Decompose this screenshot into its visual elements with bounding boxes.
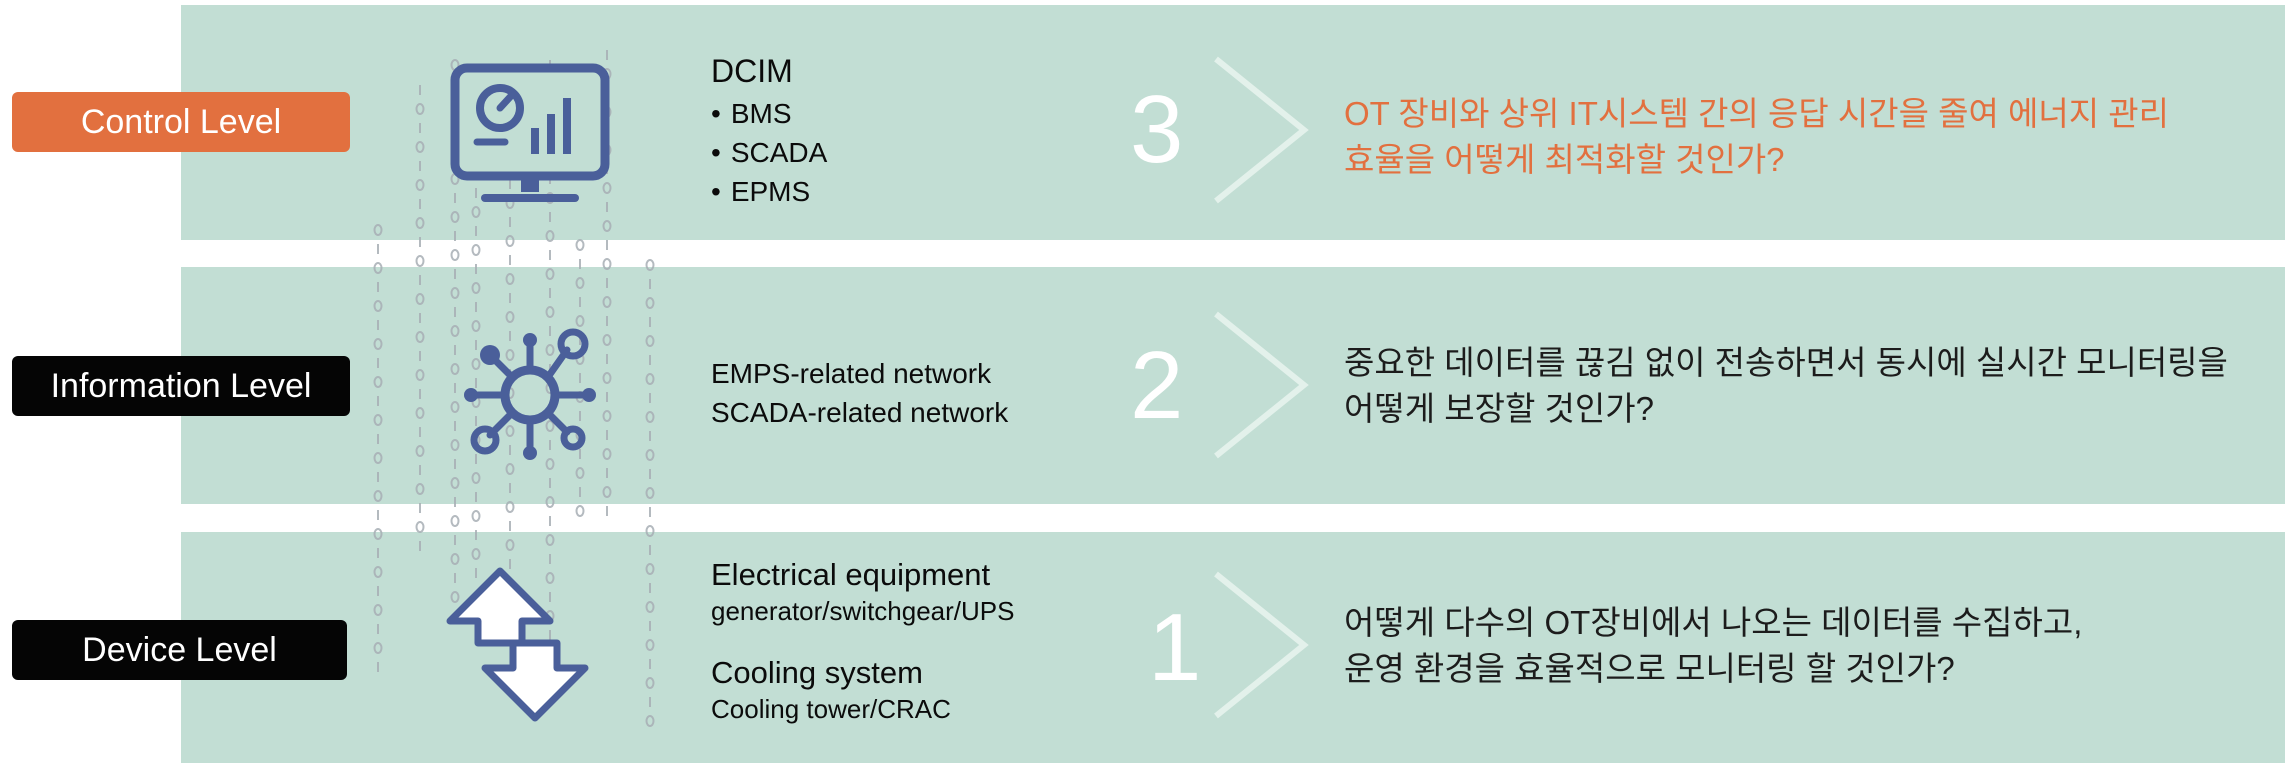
- device-level-description: Electrical equipment generator/switchgea…: [711, 556, 1014, 726]
- control-level-label: Control Level: [12, 92, 350, 152]
- step-number-2: 2: [1130, 332, 1184, 439]
- device-level-label: Device Level: [12, 620, 347, 680]
- network-line: SCADA-related network: [711, 397, 1009, 428]
- control-level-question: OT 장비와 상위 IT시스템 간의 응답 시간을 줄여 에너지 관리 효율을 …: [1344, 91, 2169, 183]
- chevron-right-icon: [1214, 56, 1309, 204]
- cooling-system-subtitle: Cooling tower/CRAC: [711, 694, 951, 724]
- question-line: 운영 환경을 효율적으로 모니터링 할 것인가?: [1344, 650, 1955, 687]
- list-item: EPMS: [711, 172, 827, 211]
- information-level-description: EMPS-related network SCADA-related netwo…: [711, 354, 1008, 432]
- information-level-label: Information Level: [12, 356, 350, 416]
- question-line: 효율을 어떻게 최적화할 것인가?: [1344, 141, 1785, 178]
- network-line: EMPS-related network: [711, 358, 992, 389]
- step-number-3: 3: [1130, 76, 1184, 183]
- information-level-band: [181, 267, 2285, 504]
- chevron-right-icon: [1214, 571, 1309, 719]
- network-hub-icon: [464, 328, 596, 460]
- cooling-system-title: Cooling system: [711, 655, 923, 690]
- information-level-question: 중요한 데이터를 끊김 없이 전송하면서 동시에 실시간 모니터링을 어떻게 보…: [1344, 340, 2228, 432]
- question-line: OT 장비와 상위 IT시스템 간의 응답 시간을 줄여 에너지 관리: [1344, 95, 2169, 132]
- electrical-equipment-title: Electrical equipment: [711, 557, 991, 592]
- step-number-1: 1: [1148, 594, 1202, 701]
- device-level-question: 어떻게 다수의 OT장비에서 나오는 데이터를 수집하고, 운영 환경을 효율적…: [1344, 600, 2082, 692]
- control-level-description: DCIM BMS SCADA EPMS: [711, 52, 827, 211]
- list-item: BMS: [711, 94, 827, 133]
- up-down-arrows-icon: [446, 567, 589, 722]
- list-item: SCADA: [711, 133, 827, 172]
- dcim-list: BMS SCADA EPMS: [711, 94, 827, 211]
- monitor-dashboard-icon: [450, 63, 610, 202]
- dcim-title: DCIM: [711, 53, 793, 89]
- question-line: 중요한 데이터를 끊김 없이 전송하면서 동시에 실시간 모니터링을: [1344, 344, 2228, 381]
- question-line: 어떻게 보장할 것인가?: [1344, 390, 1654, 427]
- chevron-right-icon: [1214, 311, 1309, 459]
- question-line: 어떻게 다수의 OT장비에서 나오는 데이터를 수집하고,: [1344, 604, 2083, 641]
- electrical-equipment-subtitle: generator/switchgear/UPS: [711, 596, 1015, 626]
